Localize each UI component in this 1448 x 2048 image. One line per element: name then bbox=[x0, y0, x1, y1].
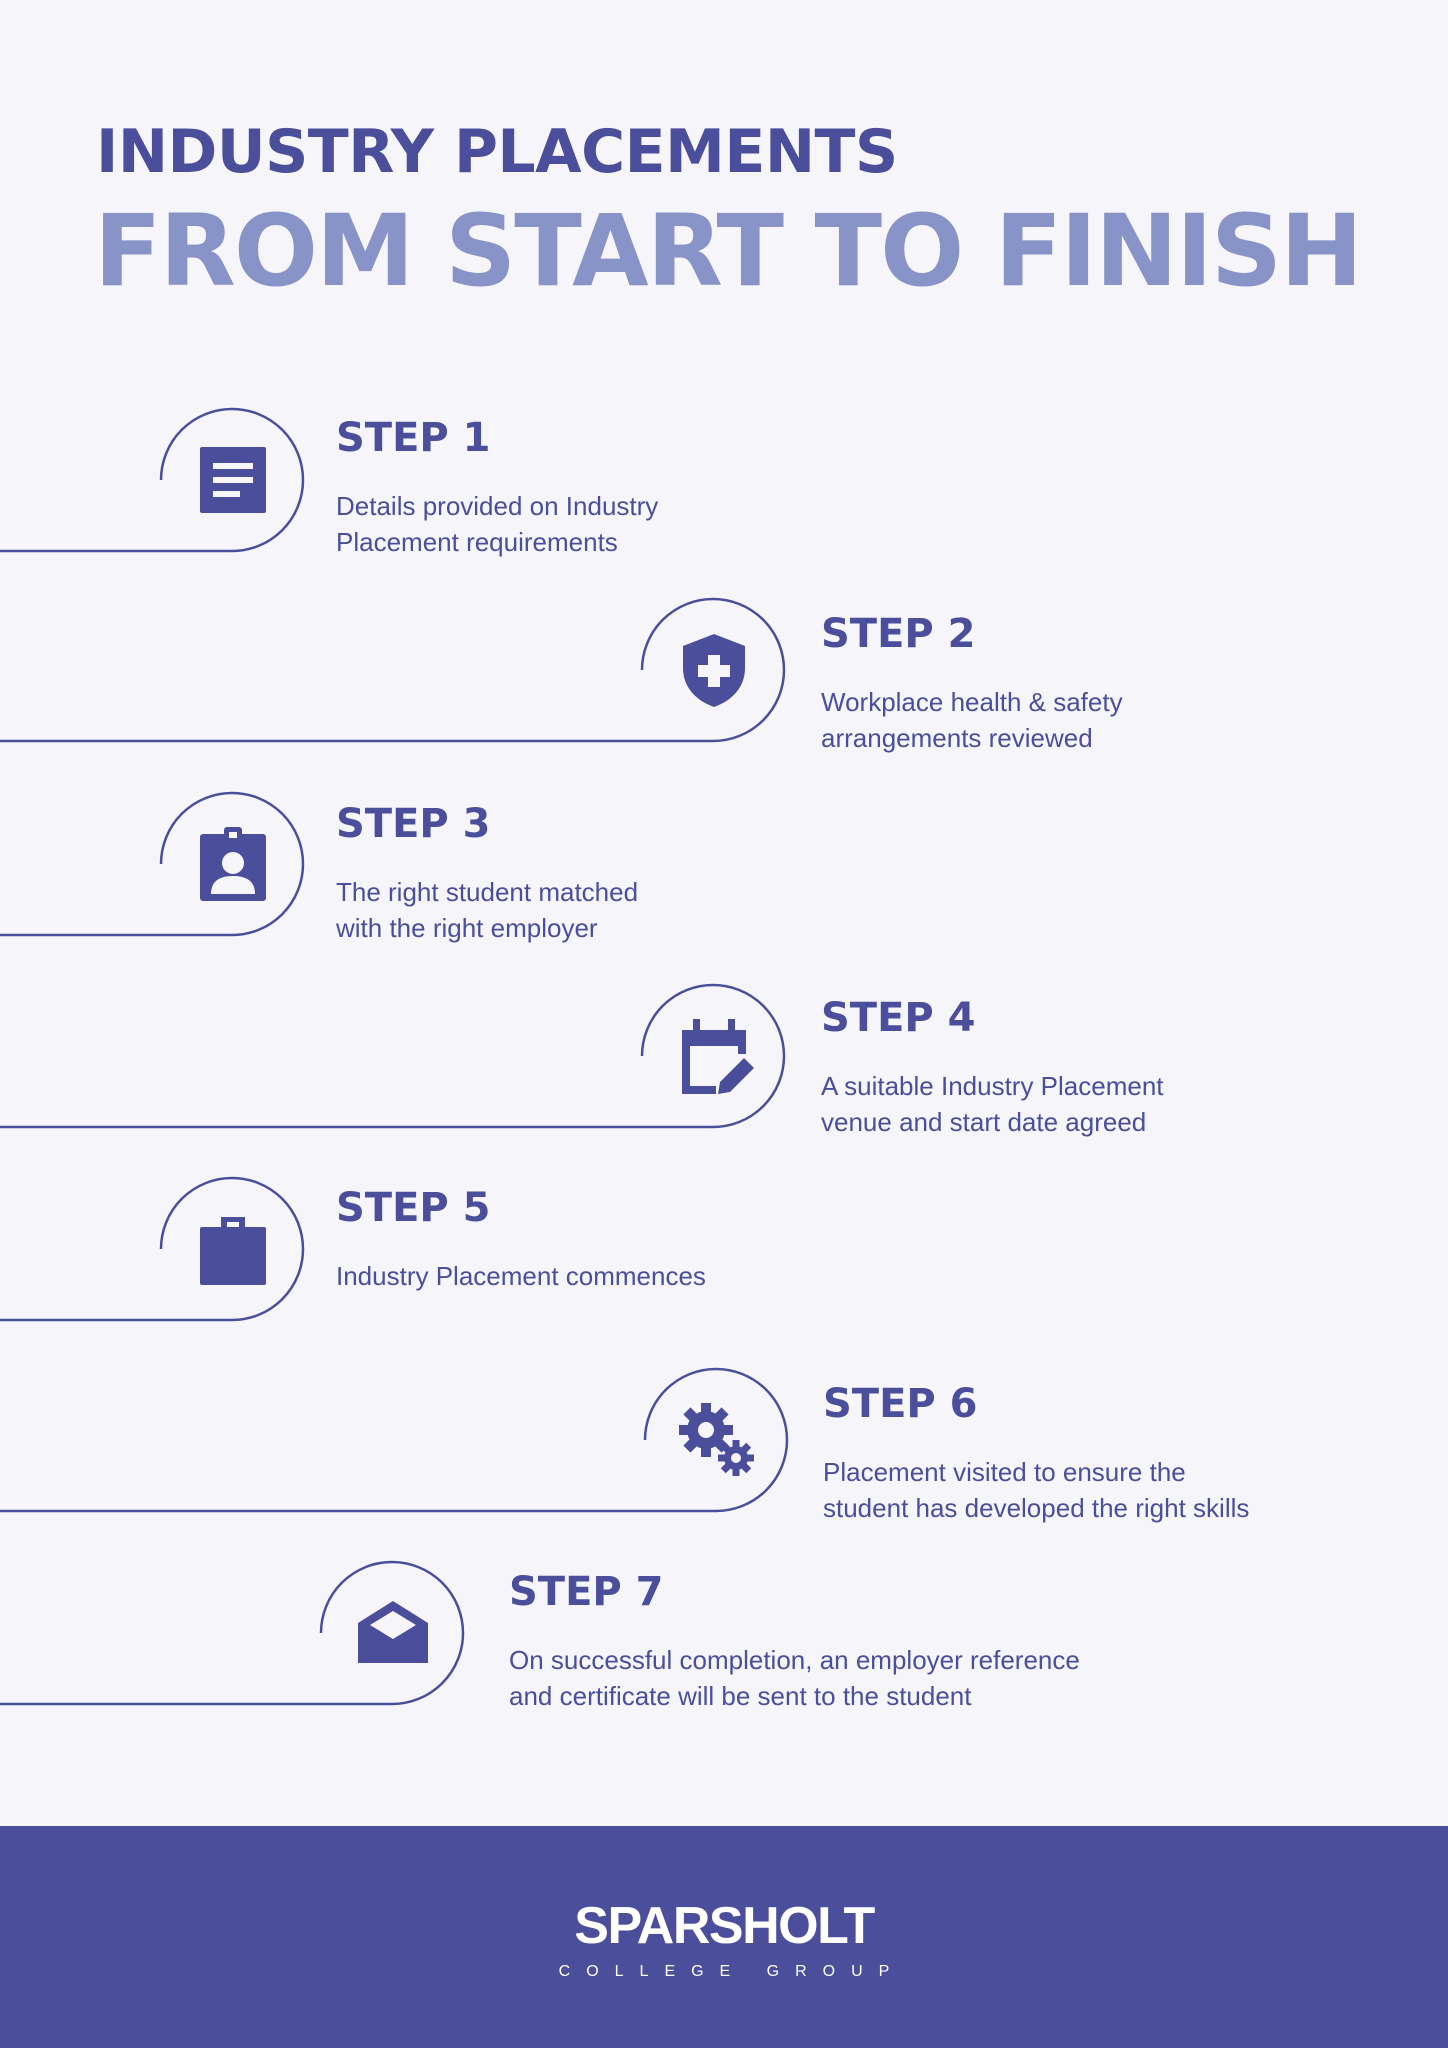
step-4-description: A suitable Industry Placement venue and … bbox=[821, 1071, 1164, 1137]
step-4-title: STEP 4 bbox=[821, 995, 976, 1041]
briefcase-icon bbox=[200, 1217, 266, 1285]
step-3-description: The right student matched with the right… bbox=[336, 877, 639, 943]
sparsholt-logo: SPARSHOLT bbox=[574, 1897, 875, 1955]
step-7-title: STEP 7 bbox=[509, 1569, 664, 1615]
connector-step-5 bbox=[0, 1176, 305, 1322]
document-icon bbox=[200, 447, 266, 513]
title-industry-placements: INDUSTRY PLACEMENTS bbox=[96, 117, 898, 187]
connector-step-1 bbox=[0, 407, 305, 553]
step-3-title: STEP 3 bbox=[336, 801, 491, 847]
id-badge-icon bbox=[200, 827, 266, 901]
step-5-description: Industry Placement commences bbox=[336, 1261, 706, 1291]
step-1-description: Details provided on Industry Placement r… bbox=[336, 491, 659, 557]
footer-band bbox=[0, 1826, 1448, 2048]
step-2-description: Workplace health & safety arrangements r… bbox=[821, 687, 1123, 753]
step-5-title: STEP 5 bbox=[336, 1185, 491, 1231]
step-7-description: On successful completion, an employer re… bbox=[509, 1645, 1080, 1711]
shield-cross-icon bbox=[683, 634, 745, 707]
connector-step-3 bbox=[0, 791, 305, 937]
step-connectors bbox=[0, 407, 789, 1706]
step-6-title: STEP 6 bbox=[823, 1381, 978, 1427]
calendar-edit-icon bbox=[682, 1019, 754, 1094]
title-from-start-to-finish: FROM START TO FINISH bbox=[94, 194, 1363, 309]
connector-step-7 bbox=[0, 1560, 465, 1706]
envelope-open-icon bbox=[358, 1601, 428, 1663]
step-2-title: STEP 2 bbox=[821, 611, 976, 657]
gears-icon bbox=[679, 1403, 754, 1476]
connector-step-2 bbox=[0, 597, 786, 743]
logo-subtitle: COLLEGE GROUP bbox=[558, 1963, 906, 1980]
step-6-description: Placement visited to ensure the student … bbox=[823, 1457, 1250, 1523]
connector-step-4 bbox=[0, 983, 786, 1129]
connector-step-6 bbox=[0, 1367, 789, 1513]
step-1-title: STEP 1 bbox=[336, 415, 491, 461]
